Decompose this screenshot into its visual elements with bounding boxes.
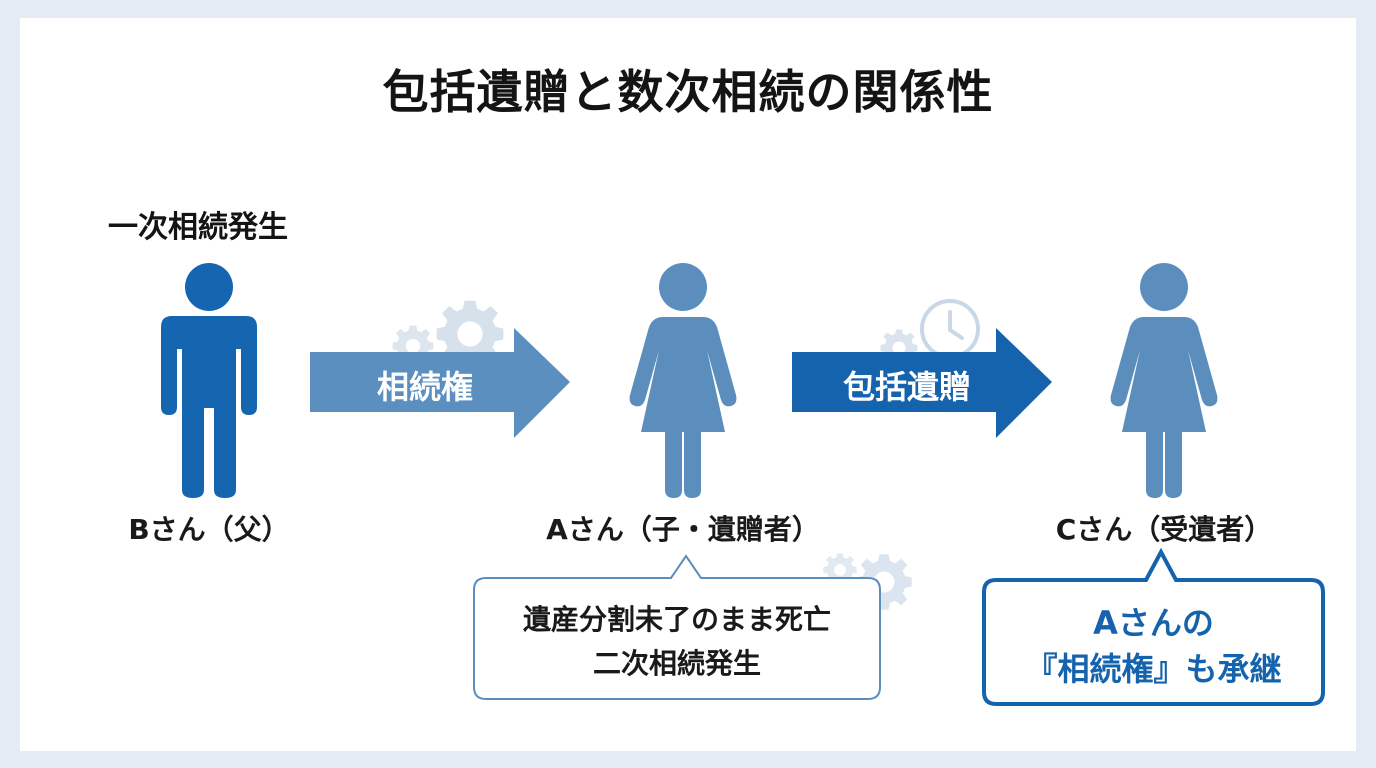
gear-icon-small-1 [392,325,434,367]
arrow-label-bequest: 包括遺贈 [842,368,971,406]
callout-a-line2: 二次相続発生 [592,647,761,680]
person-label-c: Cさん（受遺者） [1055,513,1273,546]
callout-c-bubble [982,547,1325,706]
bequest-arrow [792,328,1052,438]
callout-a-line1: 遺産分割未了のまま死亡 [522,603,831,636]
page-title: 包括遺贈と数次相続の関係性 [382,65,994,119]
gear-icon-small-3 [823,553,857,587]
female-figure-icon [629,263,737,498]
callout-c-line2: 『相続権』も承継 [1025,650,1282,688]
female-figure-icon [1110,263,1218,498]
first-inheritance-label: 一次相続発生 [108,210,288,245]
gear-icon-large-1 [436,300,504,368]
callout-a-bubble [473,554,881,700]
person-label-b: Bさん（父） [128,513,290,546]
clock-icon [920,299,980,359]
inheritance-right-arrow [310,328,570,438]
gear-icon-small-2 [880,329,918,367]
callout-c-line1: Aさんの [1093,604,1214,642]
male-figure-icon [161,263,257,498]
person-label-a: Aさん（子・遺贈者） [546,513,820,546]
arrow-label-inheritance: 相続権 [376,368,473,406]
